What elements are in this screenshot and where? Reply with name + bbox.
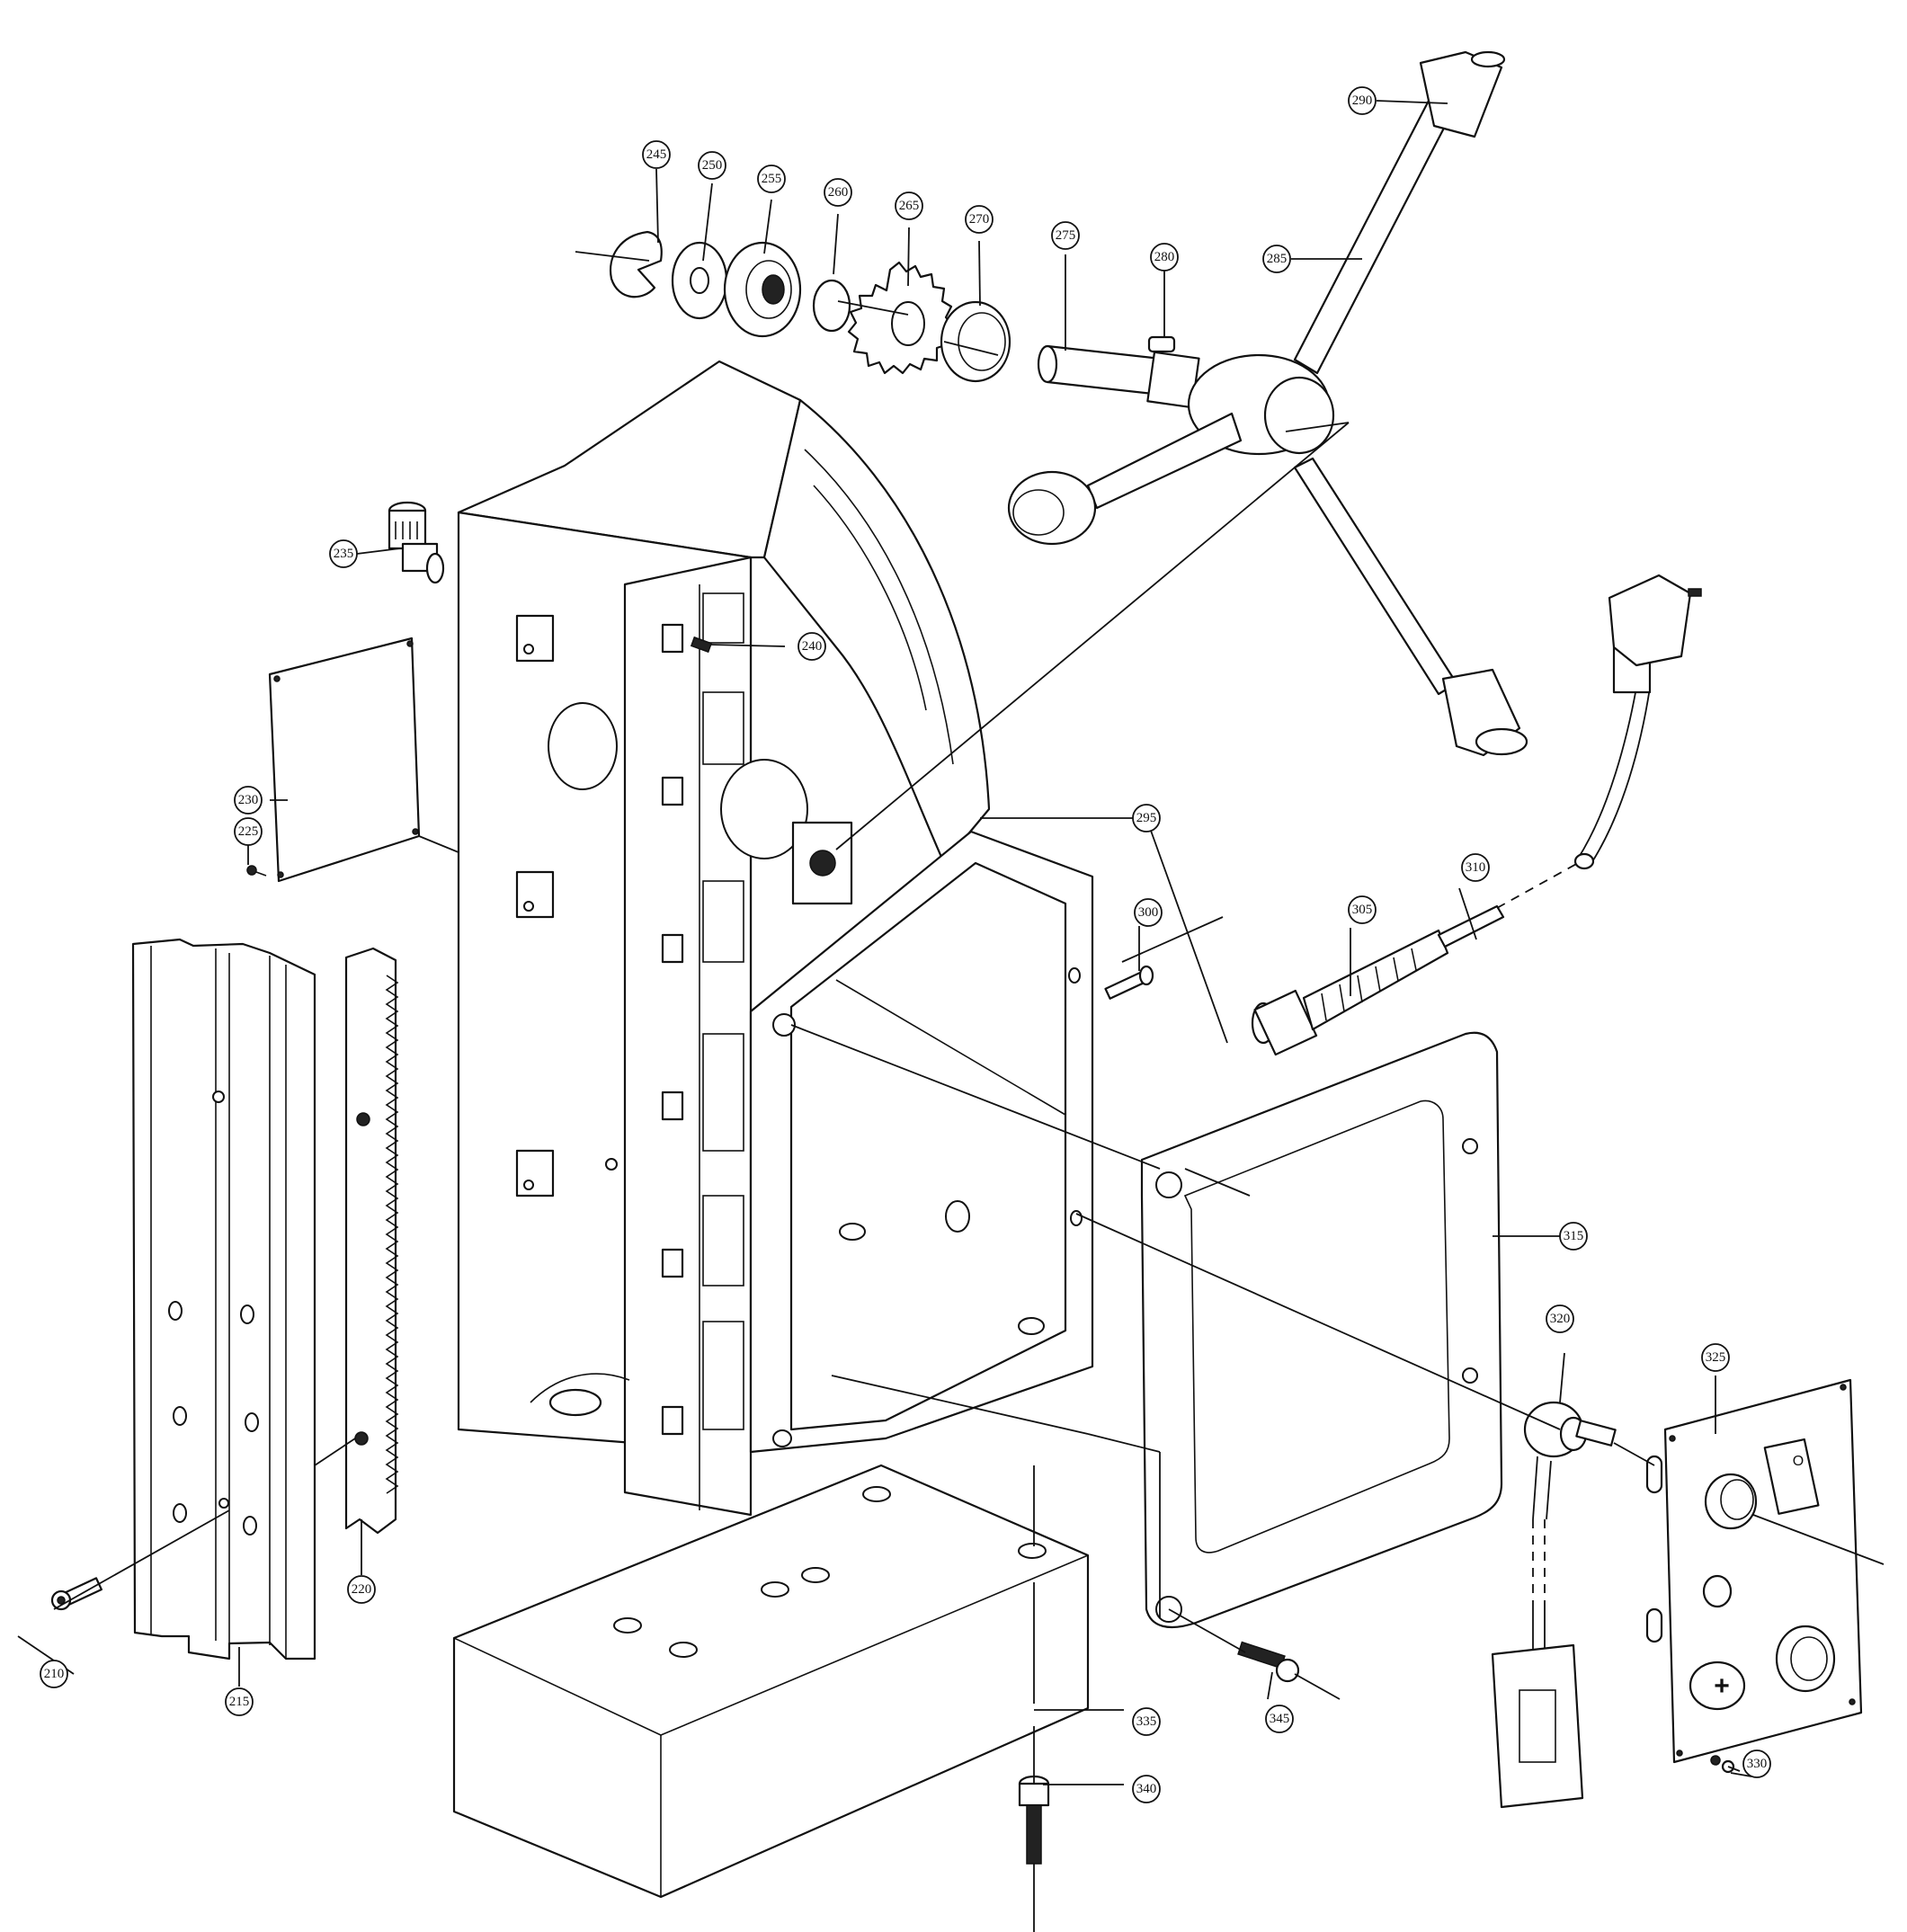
svg-text:260: 260 xyxy=(828,185,849,200)
callout-225: 225 xyxy=(234,817,263,846)
spoke-arm-left xyxy=(1007,412,1243,546)
gasket-frame xyxy=(1140,1031,1503,1629)
plate-screw xyxy=(1710,1755,1735,1774)
plus-symbol: + xyxy=(1714,1671,1730,1701)
callout-250: 250 xyxy=(698,151,726,180)
svg-text:265: 265 xyxy=(899,199,920,213)
svg-text:250: 250 xyxy=(702,158,723,173)
callout-290: 290 xyxy=(1348,86,1377,115)
e-clip xyxy=(609,230,663,298)
svg-text:225: 225 xyxy=(238,824,259,839)
housing-screw xyxy=(690,636,713,654)
callout-345: 345 xyxy=(1265,1705,1294,1733)
cable-gland xyxy=(1251,904,1505,1056)
spoke-arm-upper xyxy=(1293,50,1506,375)
svg-text:230: 230 xyxy=(238,793,259,807)
svg-text:315: 315 xyxy=(1564,1229,1584,1243)
svg-text:255: 255 xyxy=(762,172,782,186)
callout-300: 300 xyxy=(1134,898,1163,927)
svg-text:240: 240 xyxy=(802,639,823,654)
svg-text:325: 325 xyxy=(1706,1350,1726,1365)
svg-text:285: 285 xyxy=(1267,252,1288,266)
shaft xyxy=(1037,344,1200,409)
callout-255: 255 xyxy=(757,165,786,193)
frame-bolt xyxy=(1237,1641,1300,1683)
elbow-fitting xyxy=(388,501,445,584)
shaft-key xyxy=(1147,335,1176,353)
callout-230: 230 xyxy=(234,786,263,815)
potentiometer xyxy=(1523,1401,1617,1520)
callout-320: 320 xyxy=(1546,1304,1574,1333)
callout-335: 335 xyxy=(1132,1707,1161,1736)
svg-text:270: 270 xyxy=(969,212,990,227)
rocker-switch xyxy=(1763,1438,1820,1515)
callout-305: 305 xyxy=(1348,895,1377,924)
svg-text:345: 345 xyxy=(1270,1712,1290,1726)
callout-215: 215 xyxy=(225,1687,254,1716)
callout-245: 245 xyxy=(642,140,671,169)
svg-text:210: 210 xyxy=(44,1667,65,1681)
svg-text:245: 245 xyxy=(646,147,667,162)
callout-235: 235 xyxy=(329,539,358,568)
callout-270: 270 xyxy=(965,205,994,234)
bearing xyxy=(723,241,802,338)
callout-220: 220 xyxy=(347,1575,376,1604)
housing-side-screw xyxy=(1104,965,1154,1000)
leader-lines xyxy=(17,100,1885,1932)
callout-260: 260 xyxy=(824,178,852,207)
callout-325: 325 xyxy=(1701,1343,1730,1372)
svg-text:295: 295 xyxy=(1136,811,1157,825)
pinion-gear xyxy=(847,261,955,375)
callout-310: 310 xyxy=(1461,853,1490,882)
svg-text:235: 235 xyxy=(334,547,354,561)
speed-knob xyxy=(1704,1473,1758,1530)
svg-text:335: 335 xyxy=(1136,1714,1157,1729)
callout-340: 340 xyxy=(1132,1775,1161,1803)
callout-265: 265 xyxy=(895,191,923,220)
svg-text:305: 305 xyxy=(1352,903,1373,917)
svg-text:330: 330 xyxy=(1747,1757,1768,1771)
callout-285: 285 xyxy=(1262,245,1291,273)
rail-screw xyxy=(50,1577,102,1611)
callout-315: 315 xyxy=(1559,1222,1588,1251)
svg-text:280: 280 xyxy=(1154,250,1175,264)
plus-button xyxy=(1689,1660,1746,1711)
washer xyxy=(671,241,728,320)
plug-cable xyxy=(1573,574,1702,870)
callout-275: 275 xyxy=(1051,221,1080,250)
switch-plate: O + xyxy=(1645,1378,1863,1764)
callout-295: 295 xyxy=(1132,804,1161,832)
callout-330: 330 xyxy=(1742,1749,1771,1778)
spoke-arm-lower xyxy=(1293,457,1528,757)
rocker-off-symbol: O xyxy=(1793,1454,1804,1469)
svg-text:340: 340 xyxy=(1136,1782,1157,1796)
callout-280: 280 xyxy=(1150,243,1179,272)
main-housing xyxy=(457,360,1094,1517)
svg-text:290: 290 xyxy=(1352,93,1373,108)
bushing xyxy=(940,300,1011,383)
magnet-base xyxy=(452,1464,1090,1899)
svg-text:320: 320 xyxy=(1550,1312,1571,1326)
callout-240: 240 xyxy=(798,632,826,661)
slide-rail xyxy=(131,938,316,1660)
base-bolt xyxy=(1018,1775,1050,1865)
callout-210: 210 xyxy=(40,1660,68,1688)
svg-text:275: 275 xyxy=(1056,228,1076,243)
switch-connector xyxy=(1491,1600,1584,1809)
indicator-lamp xyxy=(1775,1625,1836,1693)
cover-plate xyxy=(268,637,421,883)
toothed-rack xyxy=(344,947,399,1535)
cover-screw xyxy=(246,865,267,877)
circlip xyxy=(812,279,851,333)
svg-text:215: 215 xyxy=(229,1695,250,1709)
svg-text:300: 300 xyxy=(1138,905,1159,920)
svg-text:310: 310 xyxy=(1466,860,1486,875)
svg-text:220: 220 xyxy=(352,1582,372,1597)
